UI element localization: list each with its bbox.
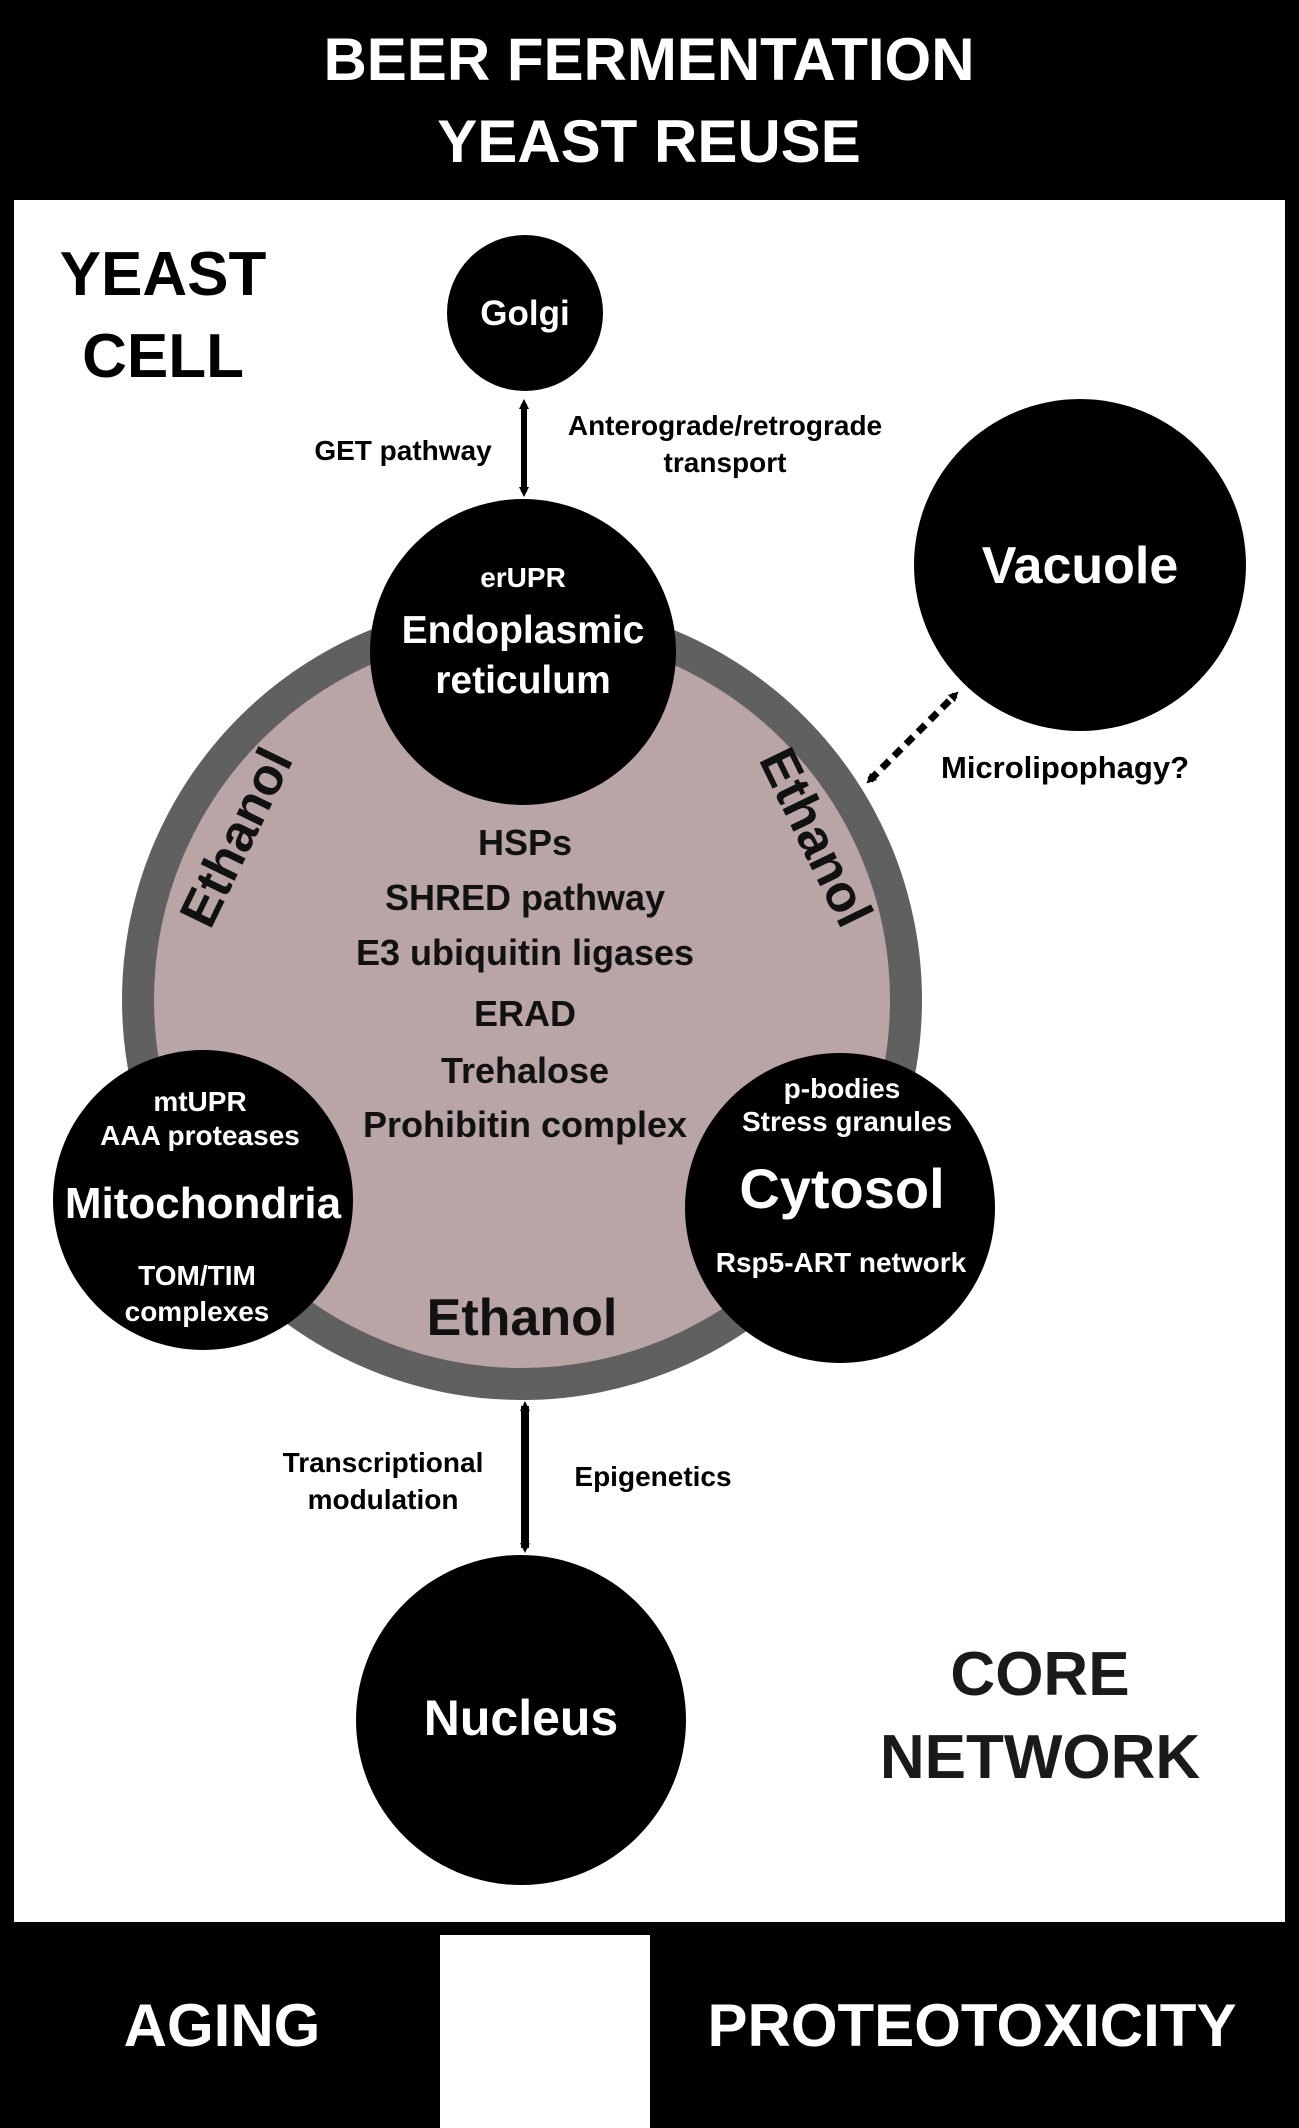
microlipophagy-label: Microlipophagy?: [941, 750, 1189, 785]
get-pathway-label: GET pathway: [314, 435, 492, 466]
nucleus-label: Nucleus: [424, 1690, 619, 1746]
yeast-cell-label-line1: YEAST: [60, 240, 267, 309]
mito-import-line2: complexes: [125, 1296, 270, 1327]
yeast-cell-label-line2: CELL: [82, 322, 244, 391]
cytosol-label: Cytosol: [739, 1157, 944, 1220]
ethanol-label-bottom: Ethanol: [427, 1289, 618, 1347]
er-name-line2: reticulum: [435, 659, 611, 702]
footer-gap: [440, 1935, 650, 2128]
mitochondria-organelle: [53, 1050, 353, 1350]
transport-label-line2: transport: [664, 447, 787, 478]
central-item: E3 ubiquitin ligases: [356, 932, 694, 973]
cytosol-stress-granules: Stress granules: [742, 1106, 952, 1137]
cytosol-rsp5-network: Rsp5-ART network: [716, 1247, 967, 1278]
nucleus-organelle: [356, 1555, 686, 1885]
core-network-label-line1: CORE: [950, 1640, 1129, 1709]
footer-aging: AGING: [124, 1992, 321, 2059]
footer-proteotoxicity: PROTEOTOXICITY: [708, 1992, 1237, 2059]
er-organelle: [370, 499, 676, 805]
header-title-line1: BEER FERMENTATION: [323, 26, 974, 93]
transcriptional-label-line2: modulation: [308, 1484, 459, 1515]
transcriptional-label-line1: Transcriptional: [283, 1447, 484, 1478]
cytosol-compartment: [685, 1053, 995, 1363]
vacuole-arrow: [866, 691, 959, 784]
central-item: ERAD: [474, 993, 576, 1034]
central-item: Prohibitin complex: [363, 1104, 687, 1145]
central-mechanisms: HSPs SHRED pathway E3 ubiquitin ligases …: [356, 822, 694, 1145]
central-item: HSPs: [478, 822, 572, 863]
cytosol-p-bodies: p-bodies: [784, 1073, 901, 1104]
mito-proteases: AAA proteases: [100, 1120, 300, 1151]
central-item: SHRED pathway: [385, 877, 665, 918]
er-stress-response: erUPR: [480, 562, 566, 593]
mitochondria-label: Mitochondria: [65, 1179, 342, 1228]
golgi-label: Golgi: [480, 294, 569, 333]
epigenetics-label: Epigenetics: [574, 1461, 731, 1492]
er-name-line1: Endoplasmic: [402, 609, 645, 652]
core-network-label-line2: NETWORK: [880, 1723, 1201, 1792]
golgi-organelle: [447, 235, 603, 391]
transport-label-line1: Anterograde/retrograde: [568, 410, 882, 441]
header-title-line2: YEAST REUSE: [437, 108, 860, 175]
mito-import-line1: TOM/TIM: [138, 1260, 256, 1291]
mito-stress-response: mtUPR: [153, 1086, 246, 1117]
central-item: Trehalose: [441, 1050, 609, 1091]
vacuole-label: Vacuole: [982, 537, 1179, 595]
vacuole-organelle: [914, 399, 1246, 731]
